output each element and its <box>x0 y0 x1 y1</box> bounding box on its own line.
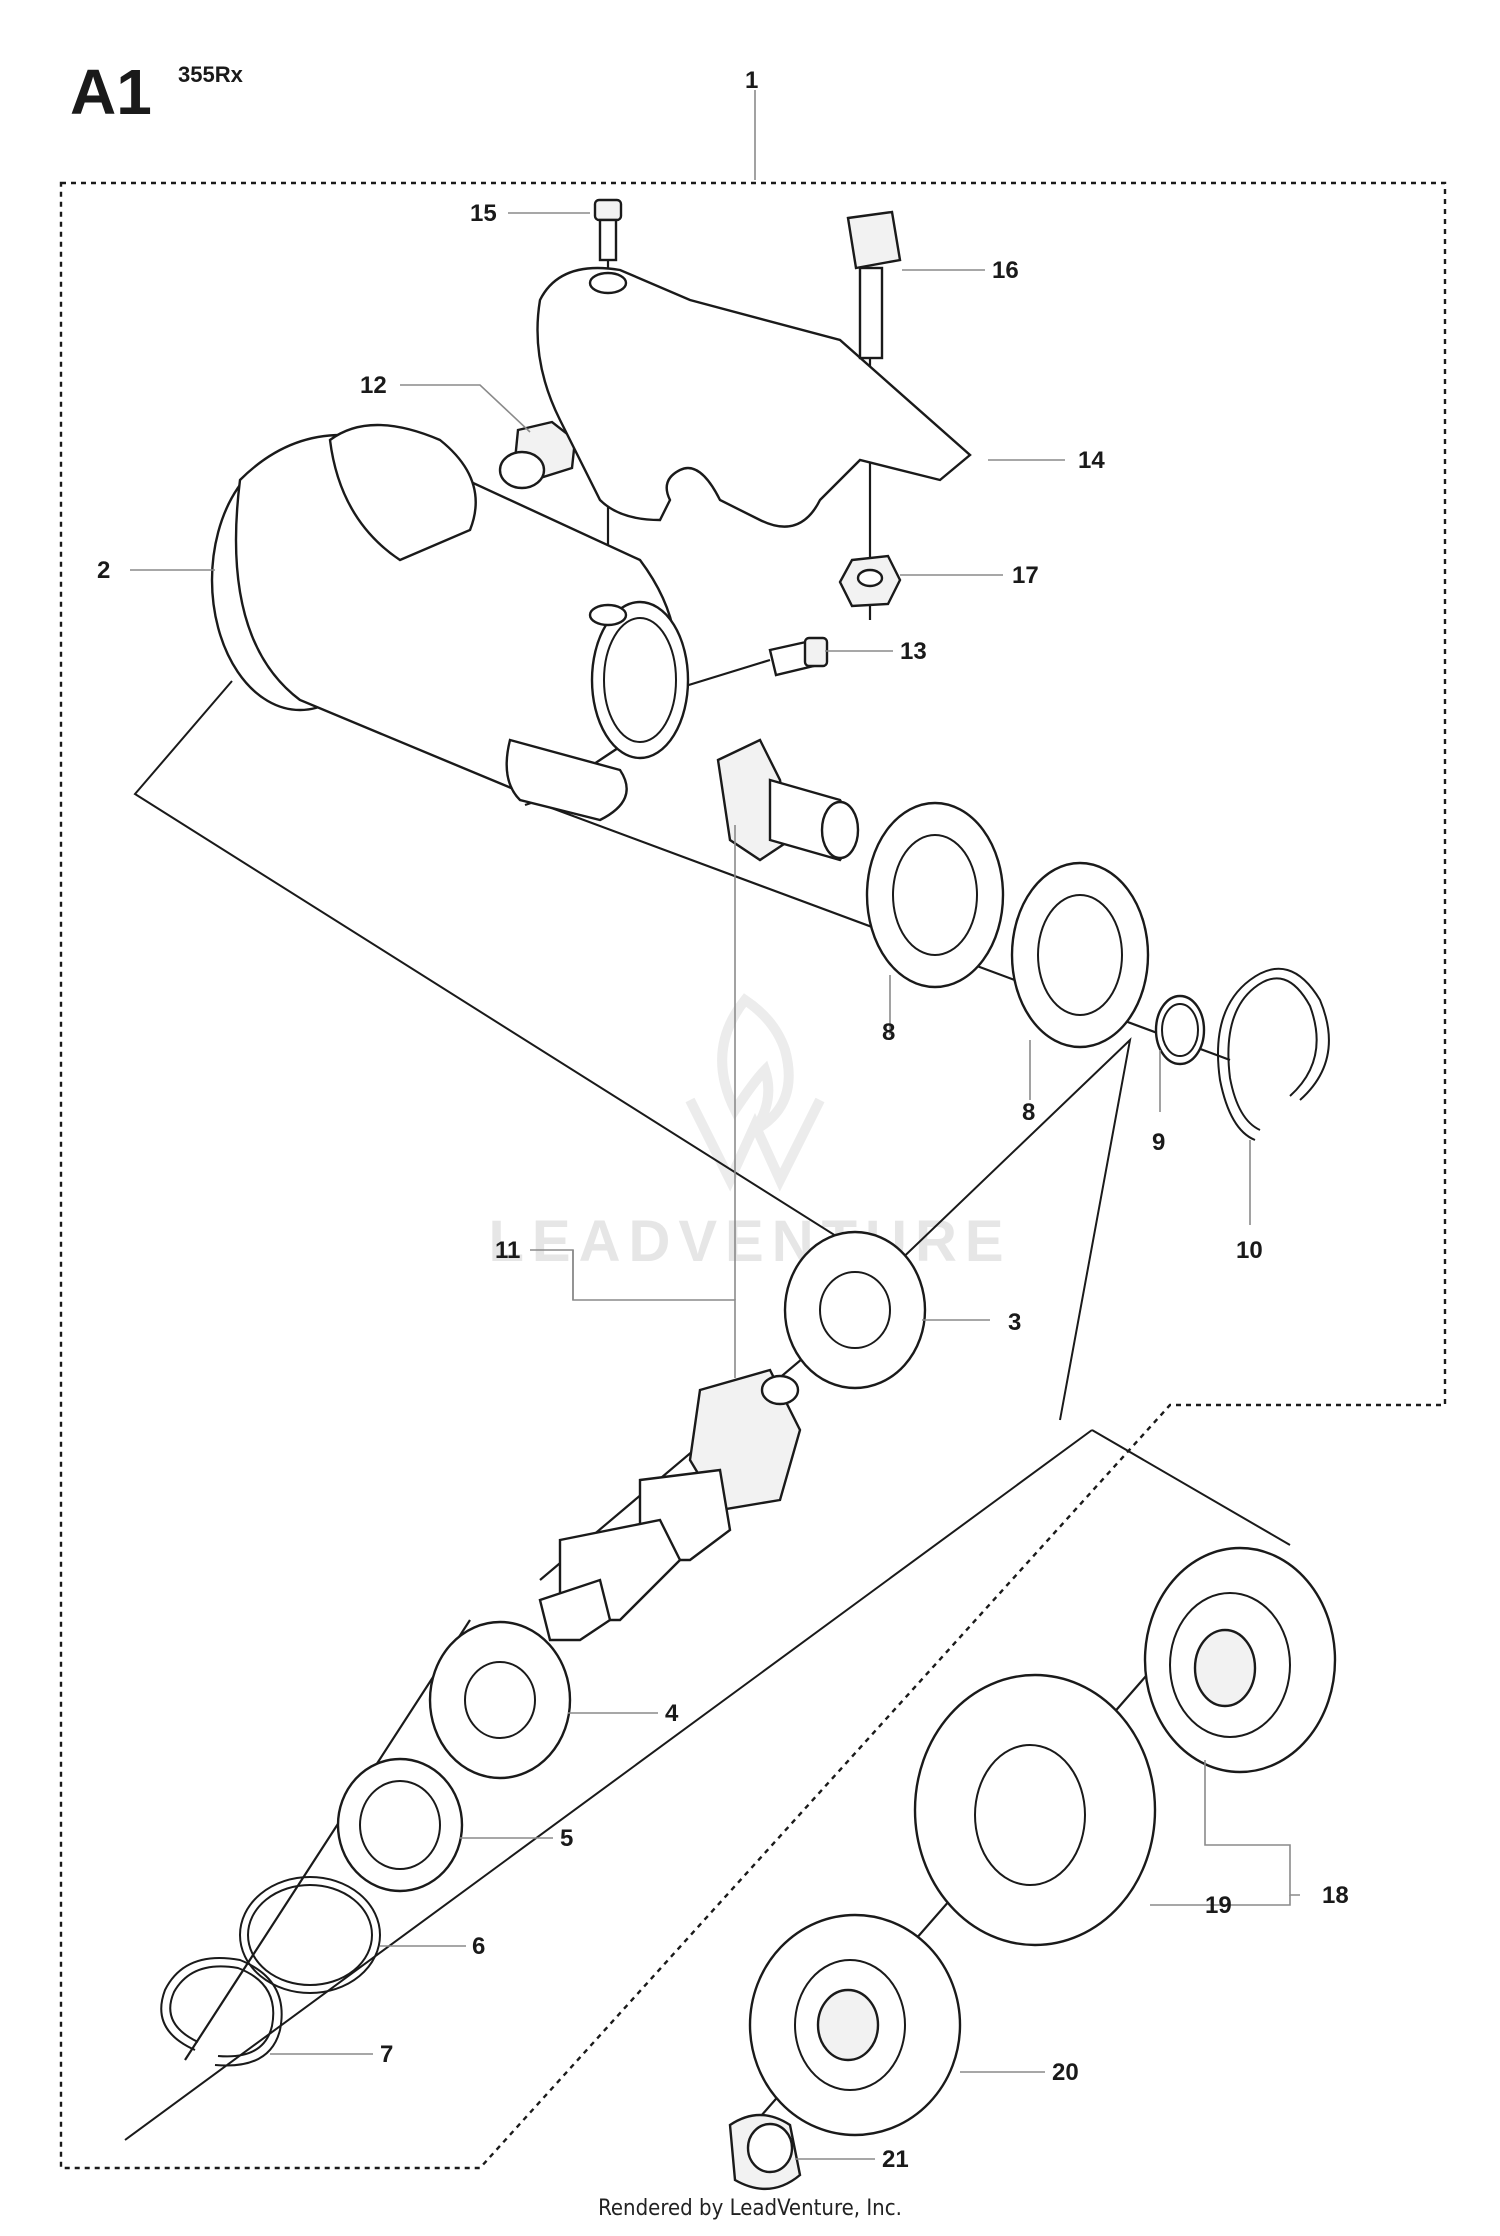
callout-labels: 1 2 3 4 5 6 7 8 8 9 10 11 12 13 14 15 16… <box>97 67 1349 2173</box>
callout-8b: 8 <box>1022 1099 1035 1126</box>
callout-5: 5 <box>560 1825 573 1852</box>
callout-10: 10 <box>1236 1237 1263 1264</box>
callout-9: 9 <box>1152 1129 1165 1156</box>
callout-20: 20 <box>1052 2059 1079 2086</box>
callout-19: 19 <box>1205 1892 1232 1919</box>
callout-18: 18 <box>1322 1882 1349 1909</box>
axis-lower2 <box>184 1619 471 2061</box>
nut-21-part <box>728 2113 802 2191</box>
callout-15: 15 <box>470 200 497 227</box>
shim-6-part <box>239 1876 381 1994</box>
callout-12: 12 <box>360 372 387 399</box>
callout-16: 16 <box>992 257 1019 284</box>
callout-8a: 8 <box>882 1019 895 1046</box>
plug-part <box>498 420 577 490</box>
footer-credit: Rendered by LeadVenture, Inc. <box>598 2196 902 2221</box>
lower-group-outline <box>124 1429 1291 2141</box>
plate-20-part <box>748 1913 962 2137</box>
leader-lines <box>130 90 1300 2160</box>
screw-16-part <box>846 210 902 360</box>
callout-17: 17 <box>1012 562 1039 589</box>
callout-3: 3 <box>1008 1309 1021 1336</box>
callout-1: 1 <box>745 67 758 94</box>
watermark-text: LEADVENTURE <box>488 1209 1012 1274</box>
bearing-8a-part <box>865 801 1005 989</box>
bearing-8b-part <box>1010 861 1150 1049</box>
callout-2: 2 <box>97 557 110 584</box>
callout-14: 14 <box>1078 447 1105 474</box>
washer-19-part <box>913 1673 1157 1947</box>
page-title: A1 <box>70 56 152 128</box>
nut-17-part <box>838 554 902 608</box>
callout-11: 11 <box>495 1237 520 1264</box>
callout-21: 21 <box>882 2146 909 2173</box>
callout-4: 4 <box>665 1700 679 1727</box>
bearing-3-part <box>783 1230 927 1390</box>
callout-6: 6 <box>472 1933 485 1960</box>
screw-13-part <box>768 636 829 677</box>
callout-7: 7 <box>380 2041 393 2068</box>
screw-15-part <box>593 198 623 262</box>
circlip-7-part <box>160 1957 283 2067</box>
clamp-part <box>536 266 972 528</box>
callout-13: 13 <box>900 638 927 665</box>
retaining-ring-9-part <box>1154 994 1206 1066</box>
seal-5-part <box>336 1757 464 1893</box>
drive-shaft-part <box>538 1368 802 1642</box>
gear-housing-group-outline <box>133 680 1132 1421</box>
gear-housing-part <box>210 423 690 822</box>
kit-frame-dashed <box>59 181 1447 2170</box>
drum-18-part <box>1143 1546 1337 1774</box>
bearing-4-part <box>428 1620 572 1780</box>
circlip-10-part <box>1217 967 1330 1141</box>
model-label: 355Rx <box>178 62 243 87</box>
pinion-gear-part <box>716 738 860 862</box>
